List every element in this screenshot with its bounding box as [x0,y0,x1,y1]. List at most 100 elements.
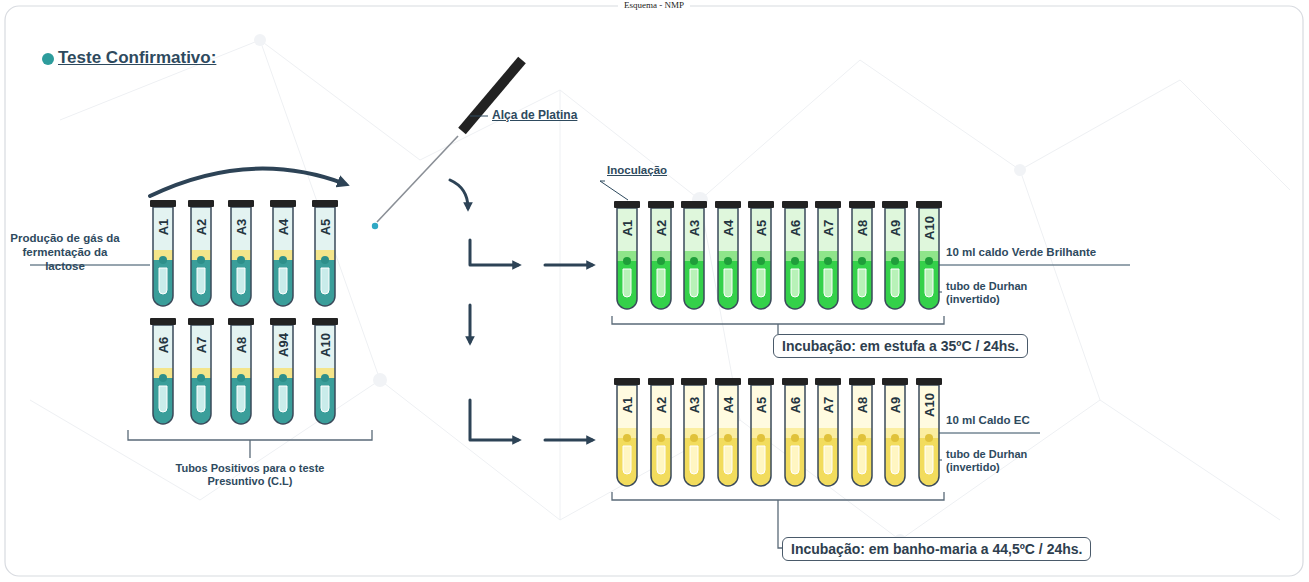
tube-cap [648,378,674,385]
tube-cap [228,200,254,207]
tube-label: A7 [822,397,835,414]
tube-label: A4 [722,397,735,414]
tube-node: A4 [270,200,296,308]
flow-arrow [545,264,592,267]
tube-outline [852,385,872,486]
tube-cap [882,201,908,208]
tube-cap [748,378,774,385]
gas-bubble [623,257,631,265]
tube-outline [885,385,905,486]
gas-bubble [824,434,832,442]
durham-tube [279,386,287,412]
gas-bubble [724,434,732,442]
tube-node: A7 [815,378,841,488]
tube-label: A4 [722,220,735,237]
bracket [612,316,944,334]
gas-bubble [279,256,287,264]
test-tube [150,200,176,308]
test-tube [815,378,841,488]
durham-tube [925,269,933,297]
tube-label: A9 [889,220,902,237]
tube-cap [648,201,674,208]
tube-node: A94 [270,318,296,426]
test-tube [715,201,741,311]
tube-node: A10 [916,201,942,311]
durham-tube [657,446,665,474]
culture-broth [614,261,640,371]
incubation-box: Incubação: em banho-maria a 44,5ºC / 24h… [782,537,1091,561]
culture-broth [681,438,707,548]
gas-bubble [891,257,899,265]
tube-cap [614,378,640,385]
loop-drop [372,223,378,229]
tube-outline [885,208,905,309]
tube-outline [651,208,671,309]
durham-tube [824,446,832,474]
tube-node: A10 [312,318,338,426]
gas-bubble [791,434,799,442]
durham-tube [925,446,933,474]
tube-label: A4 [277,219,290,236]
tube-node: A8 [849,378,875,488]
gas-bubble [321,374,329,382]
gas-bubble [824,257,832,265]
tube-label: A1 [157,219,170,236]
tube-node: A1 [614,201,640,311]
tube-label: A2 [655,220,668,237]
gas-bubble [197,374,205,382]
tube-cap [312,318,338,325]
network-dot [1014,164,1026,176]
test-tube [782,201,808,311]
culture-broth [715,261,741,371]
tube-node: A2 [188,200,214,308]
durham-tube [858,269,866,297]
gas-bubble [925,257,933,265]
durham-tube [690,269,698,297]
flow-arrow [469,305,472,342]
culture-broth [715,438,741,548]
flow-arrow [470,400,518,440]
tube-node: A8 [228,318,254,426]
culture-broth [916,438,942,548]
tube-cap [882,378,908,385]
tube-cap [188,318,214,325]
background-dots [254,34,1026,546]
tube-outline [684,208,704,309]
gas-bubble [690,434,698,442]
tube-cap [715,378,741,385]
frame [5,6,1303,576]
tube-label: A5 [755,397,768,414]
bullet [42,53,54,65]
tube-label: A2 [195,219,208,236]
durham-tube [197,386,205,412]
annotation-label: Teste Confirmativo: [58,48,216,68]
annotation-label: Inoculação [607,164,667,178]
tube-cap [748,201,774,208]
tube-node: A9 [882,201,908,311]
tube-cap [681,201,707,208]
gas-bubble [321,256,329,264]
test-tube [188,200,214,308]
test-tube [228,318,254,426]
tube-outline [818,385,838,486]
tube-label: A3 [688,220,701,237]
tube-outline [231,207,251,306]
tube-node: A7 [188,318,214,426]
gas-bubble [657,257,665,265]
culture-broth [681,261,707,371]
tube-outline [617,208,637,309]
tube-outline [191,207,211,306]
annotation-label: Produção de gás da fermentação da lactos… [4,232,126,273]
test-tube [681,378,707,488]
tube-cap [150,200,176,207]
culture-broth [782,438,808,548]
leader-line [470,116,488,117]
tube-node: A6 [782,201,808,311]
annotation-label: Tubos Positivos para o teste Presuntivo … [172,462,328,488]
tube-label: A7 [822,220,835,237]
culture-broth [150,378,176,486]
tube-cap [270,200,296,207]
tube-node: A9 [882,378,908,488]
durham-tube [321,268,329,294]
culture-broth [849,438,875,548]
